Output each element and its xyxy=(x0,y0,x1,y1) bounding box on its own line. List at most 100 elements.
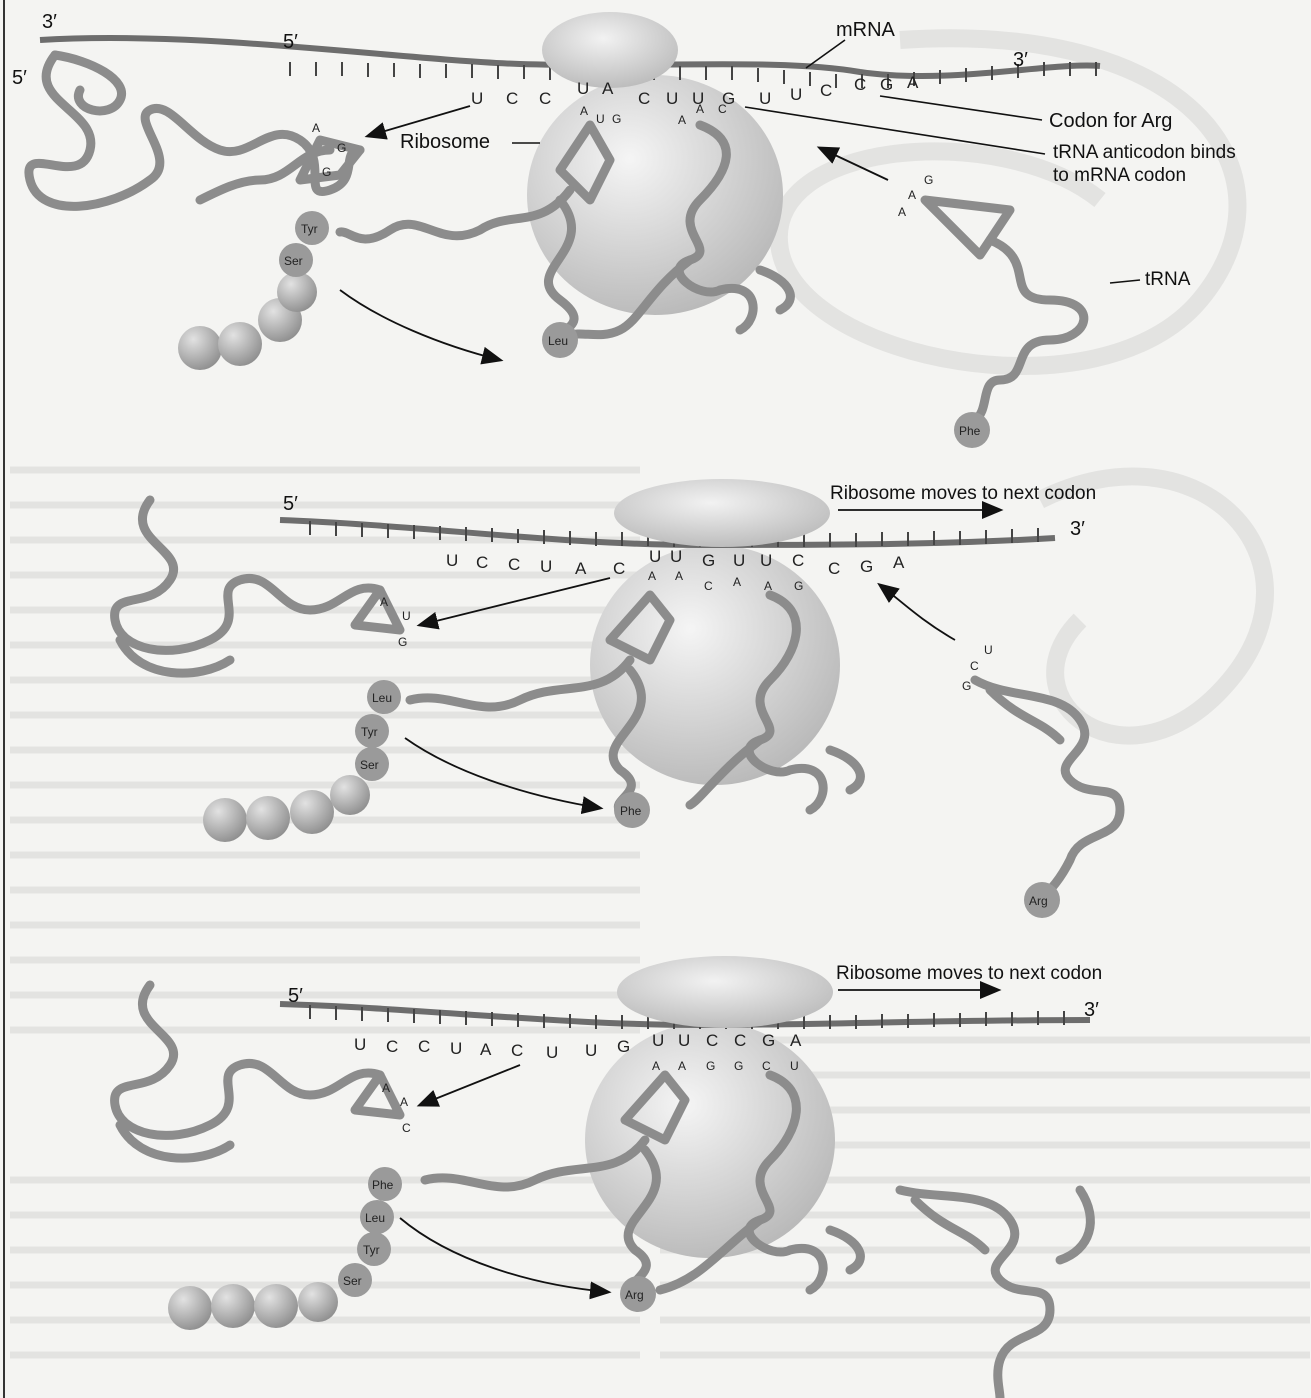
mrna-base: U xyxy=(354,1035,366,1054)
incoming-anticodon-base: U xyxy=(984,643,993,657)
mrna-base: C xyxy=(506,89,518,108)
mrna-base: A xyxy=(893,553,905,572)
a-site-anticodon-base: C xyxy=(762,1059,771,1073)
exit-trna-base: A xyxy=(400,1095,408,1109)
mrna-base: A xyxy=(575,559,587,578)
amino-acid-label: Arg xyxy=(625,1288,644,1302)
mrna-base: C xyxy=(828,559,840,578)
mrna-base: U xyxy=(670,547,682,566)
exit-trna-base: A xyxy=(380,595,388,609)
ribosome-label: Ribosome xyxy=(400,131,490,153)
a-site-anticodon-base: A xyxy=(696,102,704,116)
amino-acid-label: Phe xyxy=(959,424,981,438)
ribosome-large-subunit xyxy=(585,1022,835,1258)
mrna-base: G xyxy=(702,551,715,570)
mrna-base: A xyxy=(907,73,919,92)
mrna-label: mRNA xyxy=(836,19,896,41)
a-site-anticodon-base: A xyxy=(733,575,741,589)
transfer-arrow xyxy=(400,1218,608,1292)
mrna-base: C xyxy=(706,1031,718,1050)
three-prime-label: 3′ xyxy=(1070,518,1085,540)
p-site-anticodon-base: A xyxy=(580,104,588,118)
mrna-base: U xyxy=(790,85,802,104)
p-site-anticodon-base: A xyxy=(648,569,656,583)
p-site-anticodon-base: C xyxy=(704,579,713,593)
exit-arrow xyxy=(420,578,610,625)
mrna-base: C xyxy=(820,81,832,100)
anticodon-label-line-2: to mRNA codon xyxy=(1053,165,1186,186)
amino-acid-label: Ser xyxy=(360,758,379,772)
a-site-anticodon-base: G xyxy=(734,1059,743,1073)
mrna-base: C xyxy=(511,1041,523,1060)
mrna-base: A xyxy=(602,79,614,98)
a-site-anticodon-base: U xyxy=(790,1059,799,1073)
amino-acid-label: Ser xyxy=(343,1274,362,1288)
ribosome-small-subunit xyxy=(542,12,678,88)
panel-1: U C C U A C U U G U U C C G A 3′ 5′ 5′ m… xyxy=(12,11,1236,448)
incoming-anticodon-base: A xyxy=(898,205,906,219)
amino-acid-label: Leu xyxy=(365,1211,385,1225)
trna-label: tRNA xyxy=(1145,269,1191,290)
amino-acid-label: Phe xyxy=(620,804,642,818)
mrna-base: C xyxy=(508,555,520,574)
five-prime-label: 5′ xyxy=(283,493,298,515)
incoming-anticodon-base: C xyxy=(970,659,979,673)
mrna-base: G xyxy=(860,557,873,576)
ribosome-moves-label: Ribosome moves to next codon xyxy=(836,963,1102,984)
amino-acid-label: Leu xyxy=(548,334,568,348)
three-prime-left-label: 3′ xyxy=(42,11,57,33)
mrna-base: C xyxy=(792,551,804,570)
mrna-base: U xyxy=(585,1041,597,1060)
mrna-base: C xyxy=(734,1031,746,1050)
ribosome-moves-label: Ribosome moves to next codon xyxy=(830,483,1096,504)
mrna-base: U xyxy=(540,557,552,576)
exit-trna-base: G xyxy=(398,635,407,649)
mrna-base: C xyxy=(539,89,551,108)
mrna-base: U xyxy=(760,551,772,570)
exiting-trna xyxy=(115,985,400,1158)
amino-acid-label: Tyr xyxy=(301,222,318,236)
mrna-base: U xyxy=(446,551,458,570)
trna-leader-line xyxy=(1110,280,1140,283)
mrna-base: C xyxy=(476,553,488,572)
mrna-base: G xyxy=(762,1031,775,1050)
incoming-trna xyxy=(975,680,1120,895)
incoming-anticodon-base: G xyxy=(962,679,971,693)
a-site-anticodon-base: C xyxy=(718,102,727,116)
three-prime-right-label: 3′ xyxy=(1013,49,1028,71)
amino-acid-label: Ser xyxy=(284,254,303,268)
mrna-base: G xyxy=(880,75,893,94)
mrna-base: U xyxy=(759,89,771,108)
mrna-base: U xyxy=(471,89,483,108)
incoming-arrow xyxy=(880,585,955,640)
amino-acid-label: Tyr xyxy=(363,1243,380,1257)
amino-acid-label: Phe xyxy=(372,1178,394,1192)
incoming-anticodon-base: G xyxy=(924,173,933,187)
p-site-anticodon-base: A xyxy=(652,1059,660,1073)
mrna-base: U xyxy=(450,1039,462,1058)
exit-trna-base: U xyxy=(402,609,411,623)
exit-trna-base: G xyxy=(337,141,346,155)
mrna-base: U xyxy=(733,551,745,570)
mrna-base: U xyxy=(546,1043,558,1062)
ribosome-small-subunit xyxy=(614,479,830,547)
mrna-base: C xyxy=(638,89,650,108)
anticodon-label-line-1: tRNA anticodon binds xyxy=(1053,142,1236,163)
amino-acid-label: Tyr xyxy=(361,725,378,739)
a-site-anticodon-base: G xyxy=(794,579,803,593)
ribosome-small-subunit xyxy=(617,956,833,1028)
mrna-base: U xyxy=(666,89,678,108)
three-prime-label: 3′ xyxy=(1084,999,1099,1021)
five-prime-label: 5′ xyxy=(288,985,303,1007)
mrna-base: U xyxy=(652,1031,664,1050)
exit-trna-base: G xyxy=(322,165,331,179)
exit-trna-base: A xyxy=(382,1081,390,1095)
amino-acid-label: Arg xyxy=(1029,894,1048,908)
mrna-base: C xyxy=(386,1037,398,1056)
departing-trna-arm xyxy=(900,1190,1090,1398)
five-prime-left-label: 5′ xyxy=(12,67,27,89)
p-site-anticodon-base: A xyxy=(678,1059,686,1073)
p-site-anticodon-base: U xyxy=(596,112,605,126)
incoming-anticodon-base: A xyxy=(908,188,916,202)
